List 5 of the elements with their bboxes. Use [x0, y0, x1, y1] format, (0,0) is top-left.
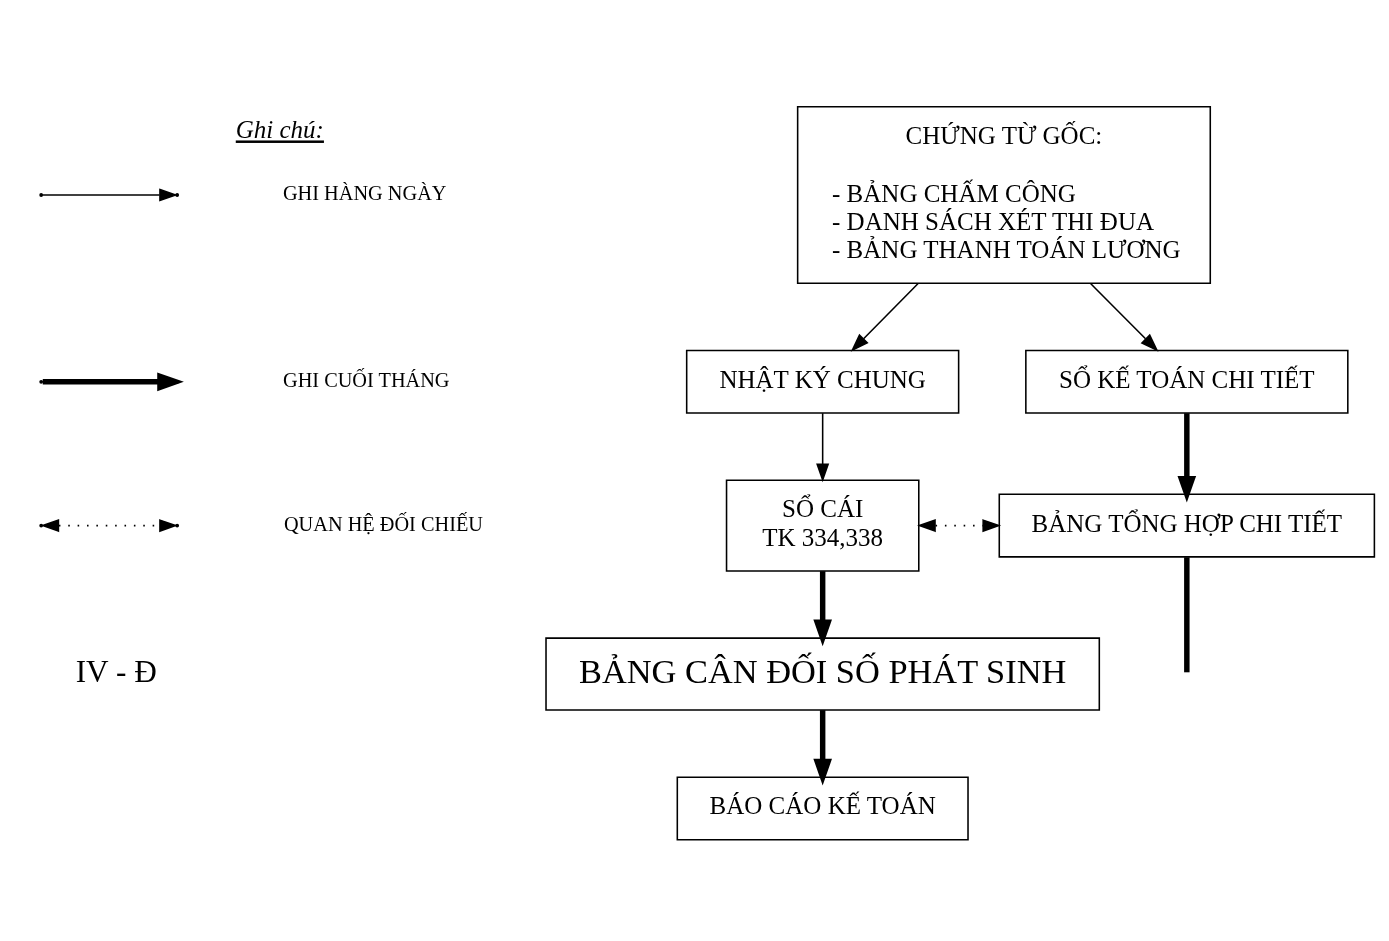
- legend-label: GHI CUỐI THÁNG: [283, 369, 450, 392]
- label: Ghi chú:: [235, 116, 324, 144]
- legend-label: QUAN HỆ ĐỐI CHIẾU: [283, 512, 483, 535]
- legend-label: GHI HÀNG NGÀY: [282, 182, 447, 205]
- label: IV - Đ: [75, 653, 157, 689]
